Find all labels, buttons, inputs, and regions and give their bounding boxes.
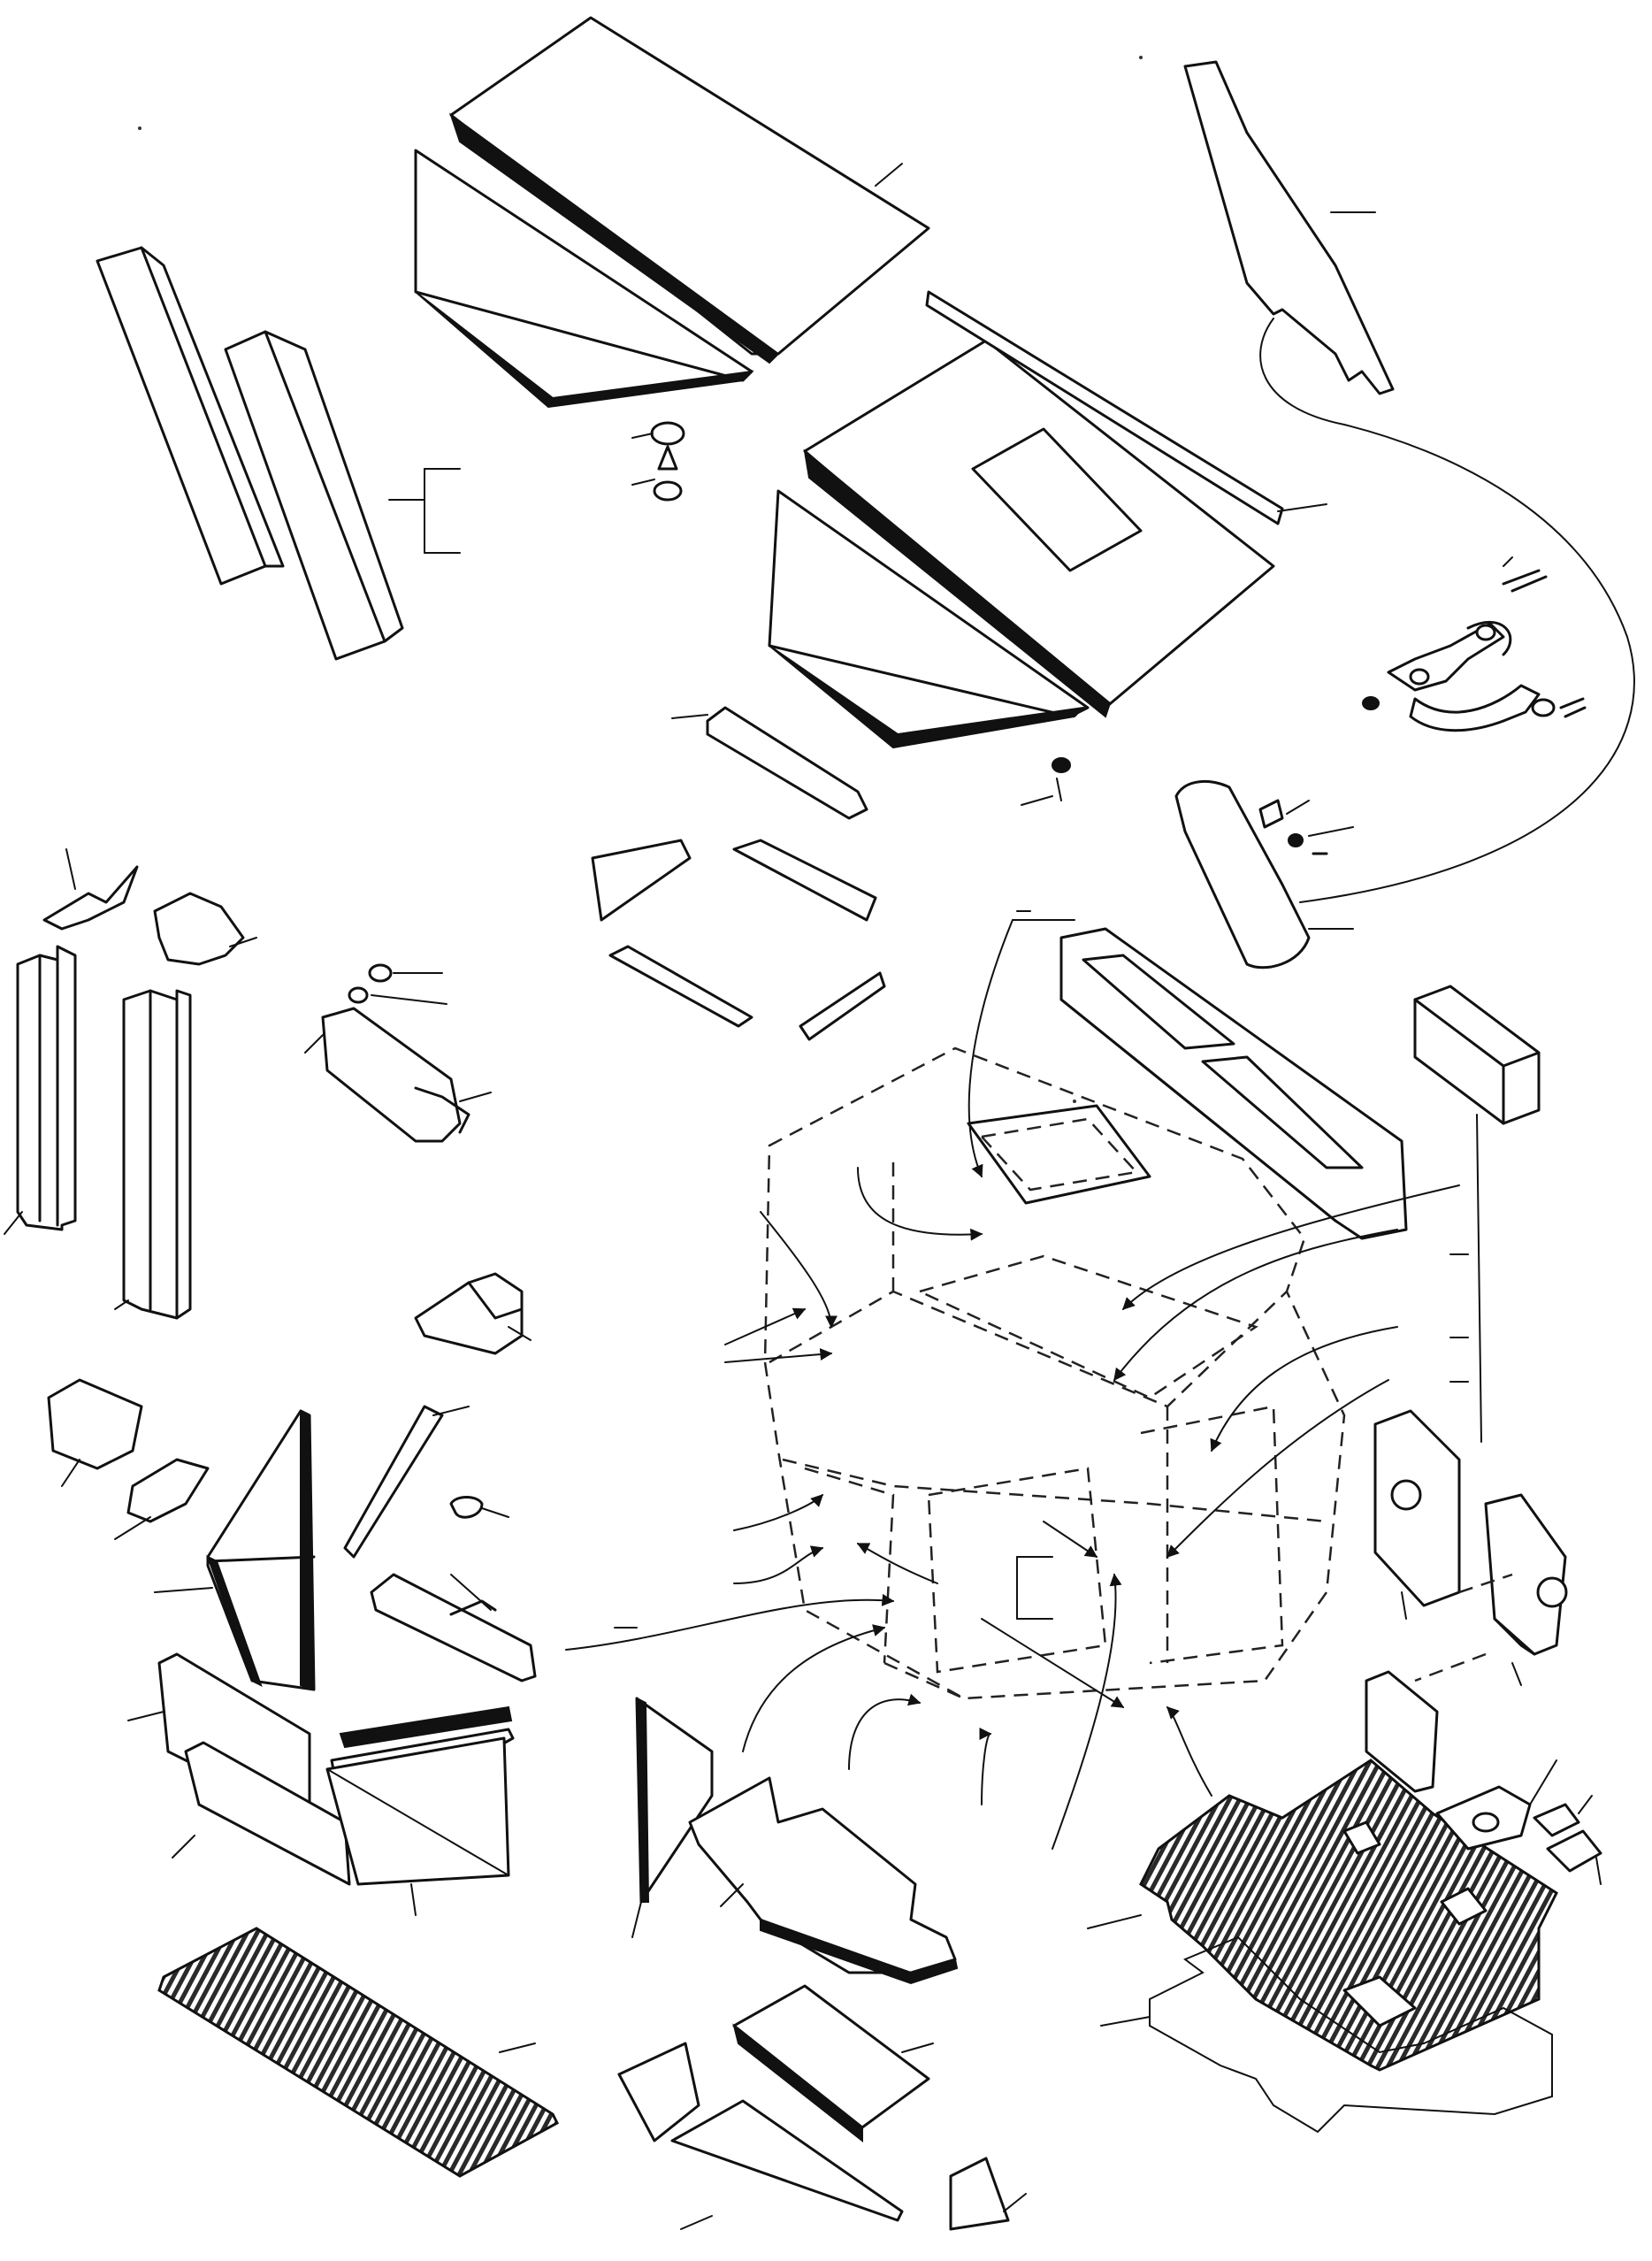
- seat-box-panels: [617, 1984, 1027, 2231]
- small-brackets-right: [1435, 1759, 1602, 1885]
- side-bracket-plate: [304, 963, 492, 1143]
- hose-bellows: [414, 1272, 532, 1355]
- washer-fastener: [631, 421, 685, 502]
- triangle-panel: [631, 1697, 714, 1938]
- glass-panel-set: [127, 1652, 515, 1916]
- scan-specks: [138, 56, 1143, 1103]
- dashboard-console: [1059, 927, 1408, 1240]
- floor-plate-center: [688, 1776, 959, 1985]
- foam-block: [1413, 985, 1541, 1443]
- side-guard: [1174, 779, 1354, 970]
- pad-pieces: [42, 848, 257, 1540]
- floor-mat-left: [157, 1927, 559, 2178]
- door-window-panel: [154, 1409, 316, 1691]
- channel-posts: [4, 945, 192, 1320]
- roof-bracket: [671, 706, 1071, 820]
- door-hinge-rail: [370, 1573, 537, 1682]
- right-trim-strip: [1183, 60, 1635, 903]
- weather-strip: [343, 1405, 509, 1559]
- floor-mat-right: [1087, 1759, 1558, 2072]
- angle-rails: [591, 839, 886, 1041]
- roof-panel-lower: [768, 339, 1275, 749]
- clamp-bracket: [1362, 556, 1587, 732]
- cover-plates-right: [1365, 1409, 1568, 1793]
- roof-panel-upper: [414, 16, 930, 409]
- leader-arrows: [565, 910, 1469, 1850]
- floor-mat-outline: [1100, 1935, 1553, 2134]
- left-pillar-pair: [96, 246, 461, 661]
- roof-strip: [925, 290, 1327, 525]
